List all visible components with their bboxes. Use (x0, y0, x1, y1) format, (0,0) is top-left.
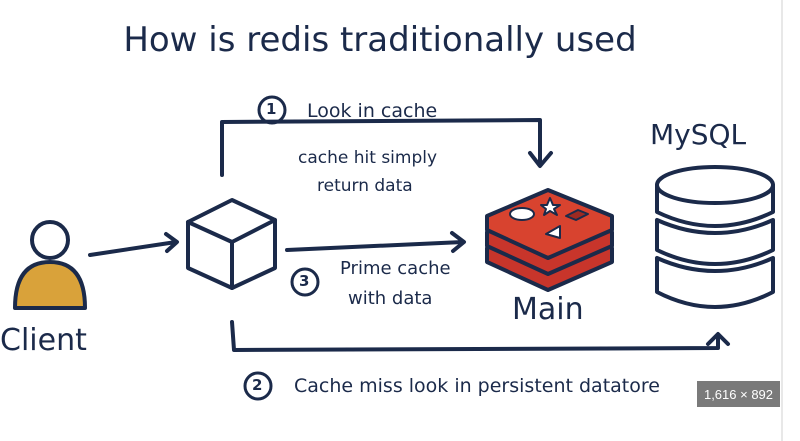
diagram-title: How is redis traditionally used (123, 20, 637, 60)
cache-label: Main (512, 292, 584, 327)
redis-icon (485, 188, 614, 292)
arrow-cache-miss (230, 320, 730, 352)
arrow-app-to-cache (285, 231, 466, 253)
step-3-circle (290, 267, 320, 297)
step-3-label-line1: Prime cache (340, 258, 451, 279)
step-1-label: Look in cache (307, 100, 438, 122)
cache-hit-note-line1: cache hit simply (298, 148, 438, 168)
arrow-client-to-app (88, 232, 179, 257)
step-2-label: Cache miss look in persistent datatore (294, 375, 660, 397)
image-edge-divider (781, 0, 783, 441)
step-3-number: 3 (299, 272, 310, 290)
app-cube-icon (186, 198, 277, 290)
db-label: MySQL (650, 118, 747, 151)
client-icon (13, 220, 87, 310)
step-1-number: 1 (266, 100, 277, 118)
client-label: Client (0, 323, 87, 358)
step-1-circle (257, 95, 287, 125)
cache-hit-note-line2: return data (317, 176, 413, 196)
step-3-label-line2: with data (348, 288, 433, 309)
arrow-look-in-cache (220, 118, 553, 177)
step-2-circle (243, 371, 273, 401)
step-2-number: 2 (252, 376, 263, 394)
image-dimensions-badge: 1,616 × 892 (697, 381, 780, 407)
mysql-database-icon (655, 165, 775, 309)
